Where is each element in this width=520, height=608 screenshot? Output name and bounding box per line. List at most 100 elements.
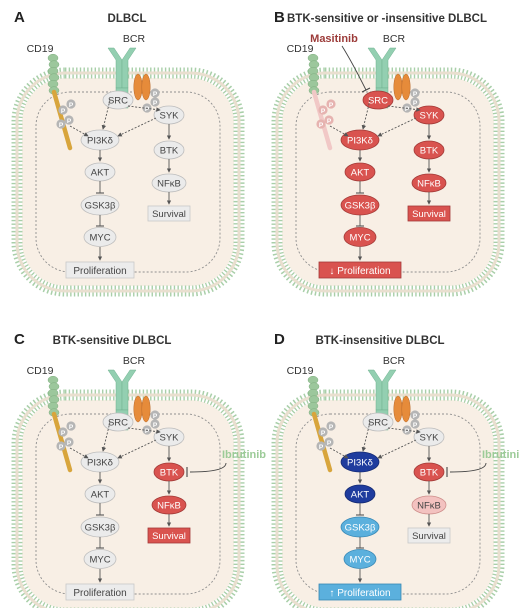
bcr-label: BCR [123, 355, 146, 367]
cytoplasm [282, 400, 494, 608]
node-gsk-label: GSK3β [345, 523, 376, 534]
bcr-label: BCR [383, 355, 406, 367]
node-src-label: SRC [368, 96, 388, 107]
phospho-p-icon [316, 119, 326, 129]
survival-box [147, 527, 191, 544]
ibrutinib-inhibition [449, 462, 487, 473]
cytoplasm [282, 78, 494, 286]
proliferation-box [65, 583, 135, 601]
panel-letter: B [274, 9, 285, 26]
src-to-pi3k [361, 99, 371, 130]
masitinib-bar [361, 87, 371, 93]
survival-label: Survival [152, 209, 186, 220]
phospho-p-icon [66, 99, 76, 109]
node-src-label: SRC [368, 418, 388, 429]
src-to-pi3k [101, 421, 111, 452]
phospho-label: P [61, 430, 66, 437]
phospho-p-icon [64, 115, 74, 125]
phospho-label: P [153, 100, 158, 107]
phospho-label: P [405, 106, 410, 113]
node-nfkb-label: NFκB [417, 179, 441, 190]
phospho-label: P [413, 100, 418, 107]
proliferation-label: ↑ Proliferation [329, 588, 390, 599]
node-btk-label: BTK [160, 468, 179, 479]
panel-title: BTK-sensitive DLBCL [53, 335, 172, 347]
bcr-label: BCR [383, 33, 406, 45]
node-src [362, 90, 394, 110]
phospho-p-icon [324, 115, 334, 125]
node-akt-label: AKT [351, 168, 370, 179]
bcr-label: BCR [123, 33, 146, 45]
node-pi3k-label: PI3Kδ [87, 136, 113, 147]
node-myc [83, 227, 117, 247]
phospho-p-icon [410, 88, 420, 98]
phospho-p-icon [326, 421, 336, 431]
phospho-label: P [321, 108, 326, 115]
node-btk-label: BTK [420, 468, 439, 479]
phospho-label: P [145, 428, 150, 435]
phospho-label: P [321, 430, 326, 437]
panel-title: BTK-insensitive DLBCL [315, 335, 444, 347]
phospho-label: P [329, 424, 334, 431]
phospho-label: P [413, 91, 418, 98]
phospho-label: P [153, 422, 158, 429]
phospho-label: P [59, 122, 64, 129]
phospho-label: P [69, 102, 74, 109]
survival-box [407, 527, 451, 544]
node-gsk-label: GSK3β [85, 523, 116, 534]
proliferation-label: Proliferation [73, 266, 126, 277]
phospho-label: P [327, 118, 332, 125]
drug-ibrutinib-label: Ibrutinib [482, 449, 520, 461]
phospho-p-icon [316, 441, 326, 451]
phospho-p-icon [64, 437, 74, 447]
node-gsk-label: GSK3β [345, 201, 376, 212]
survival-box [407, 205, 451, 222]
panel-letter: C [14, 331, 25, 348]
cd19-label: CD19 [287, 365, 314, 377]
proliferation-label: ↓ Proliferation [329, 266, 390, 277]
node-src [362, 412, 394, 432]
phospho-p-icon [318, 105, 328, 115]
phospho-p-icon [66, 421, 76, 431]
node-pi3k-label: PI3Kδ [87, 458, 113, 469]
node-src [102, 412, 134, 432]
phospho-p-icon [56, 441, 66, 451]
phospho-label: P [327, 440, 332, 447]
phospho-label: P [405, 428, 410, 435]
igab-subunit [393, 73, 403, 101]
node-pi3k-label: PI3Kδ [347, 458, 373, 469]
panel-letter: A [14, 9, 25, 26]
phospho-p-icon [410, 410, 420, 420]
node-nfkb-label: NFκB [417, 501, 441, 512]
src-to-syk [387, 427, 421, 434]
phospho-p-icon [150, 97, 160, 107]
cytoplasm [22, 400, 234, 608]
src-to-pi3k [101, 99, 111, 130]
cd19-label: CD19 [287, 43, 314, 55]
phospho-p-icon [410, 97, 420, 107]
node-nfkb-label: NFκB [157, 501, 181, 512]
igab-subunit [141, 395, 151, 423]
node-src-label: SRC [108, 96, 128, 107]
phospho-p-icon [150, 88, 160, 98]
node-pi3k-label: PI3Kδ [347, 136, 373, 147]
phospho-label: P [153, 413, 158, 420]
igab-subunit [141, 73, 151, 101]
phospho-label: P [329, 102, 334, 109]
node-gsk-label: GSK3β [85, 201, 116, 212]
proliferation-box [65, 261, 135, 279]
proliferation-box [318, 583, 402, 601]
panel-title: BTK-sensitive or -insensitive DLBCL [287, 13, 487, 25]
cd19-label: CD19 [27, 365, 54, 377]
node-myc [343, 227, 377, 247]
drug-ibrutinib-label: Ibrutinib [222, 449, 266, 461]
igab-subunit [401, 395, 411, 423]
survival-label: Survival [152, 531, 186, 542]
phospho-p-icon [56, 119, 66, 129]
phospho-label: P [67, 440, 72, 447]
proliferation-label: Proliferation [73, 588, 126, 599]
phospho-label: P [69, 424, 74, 431]
